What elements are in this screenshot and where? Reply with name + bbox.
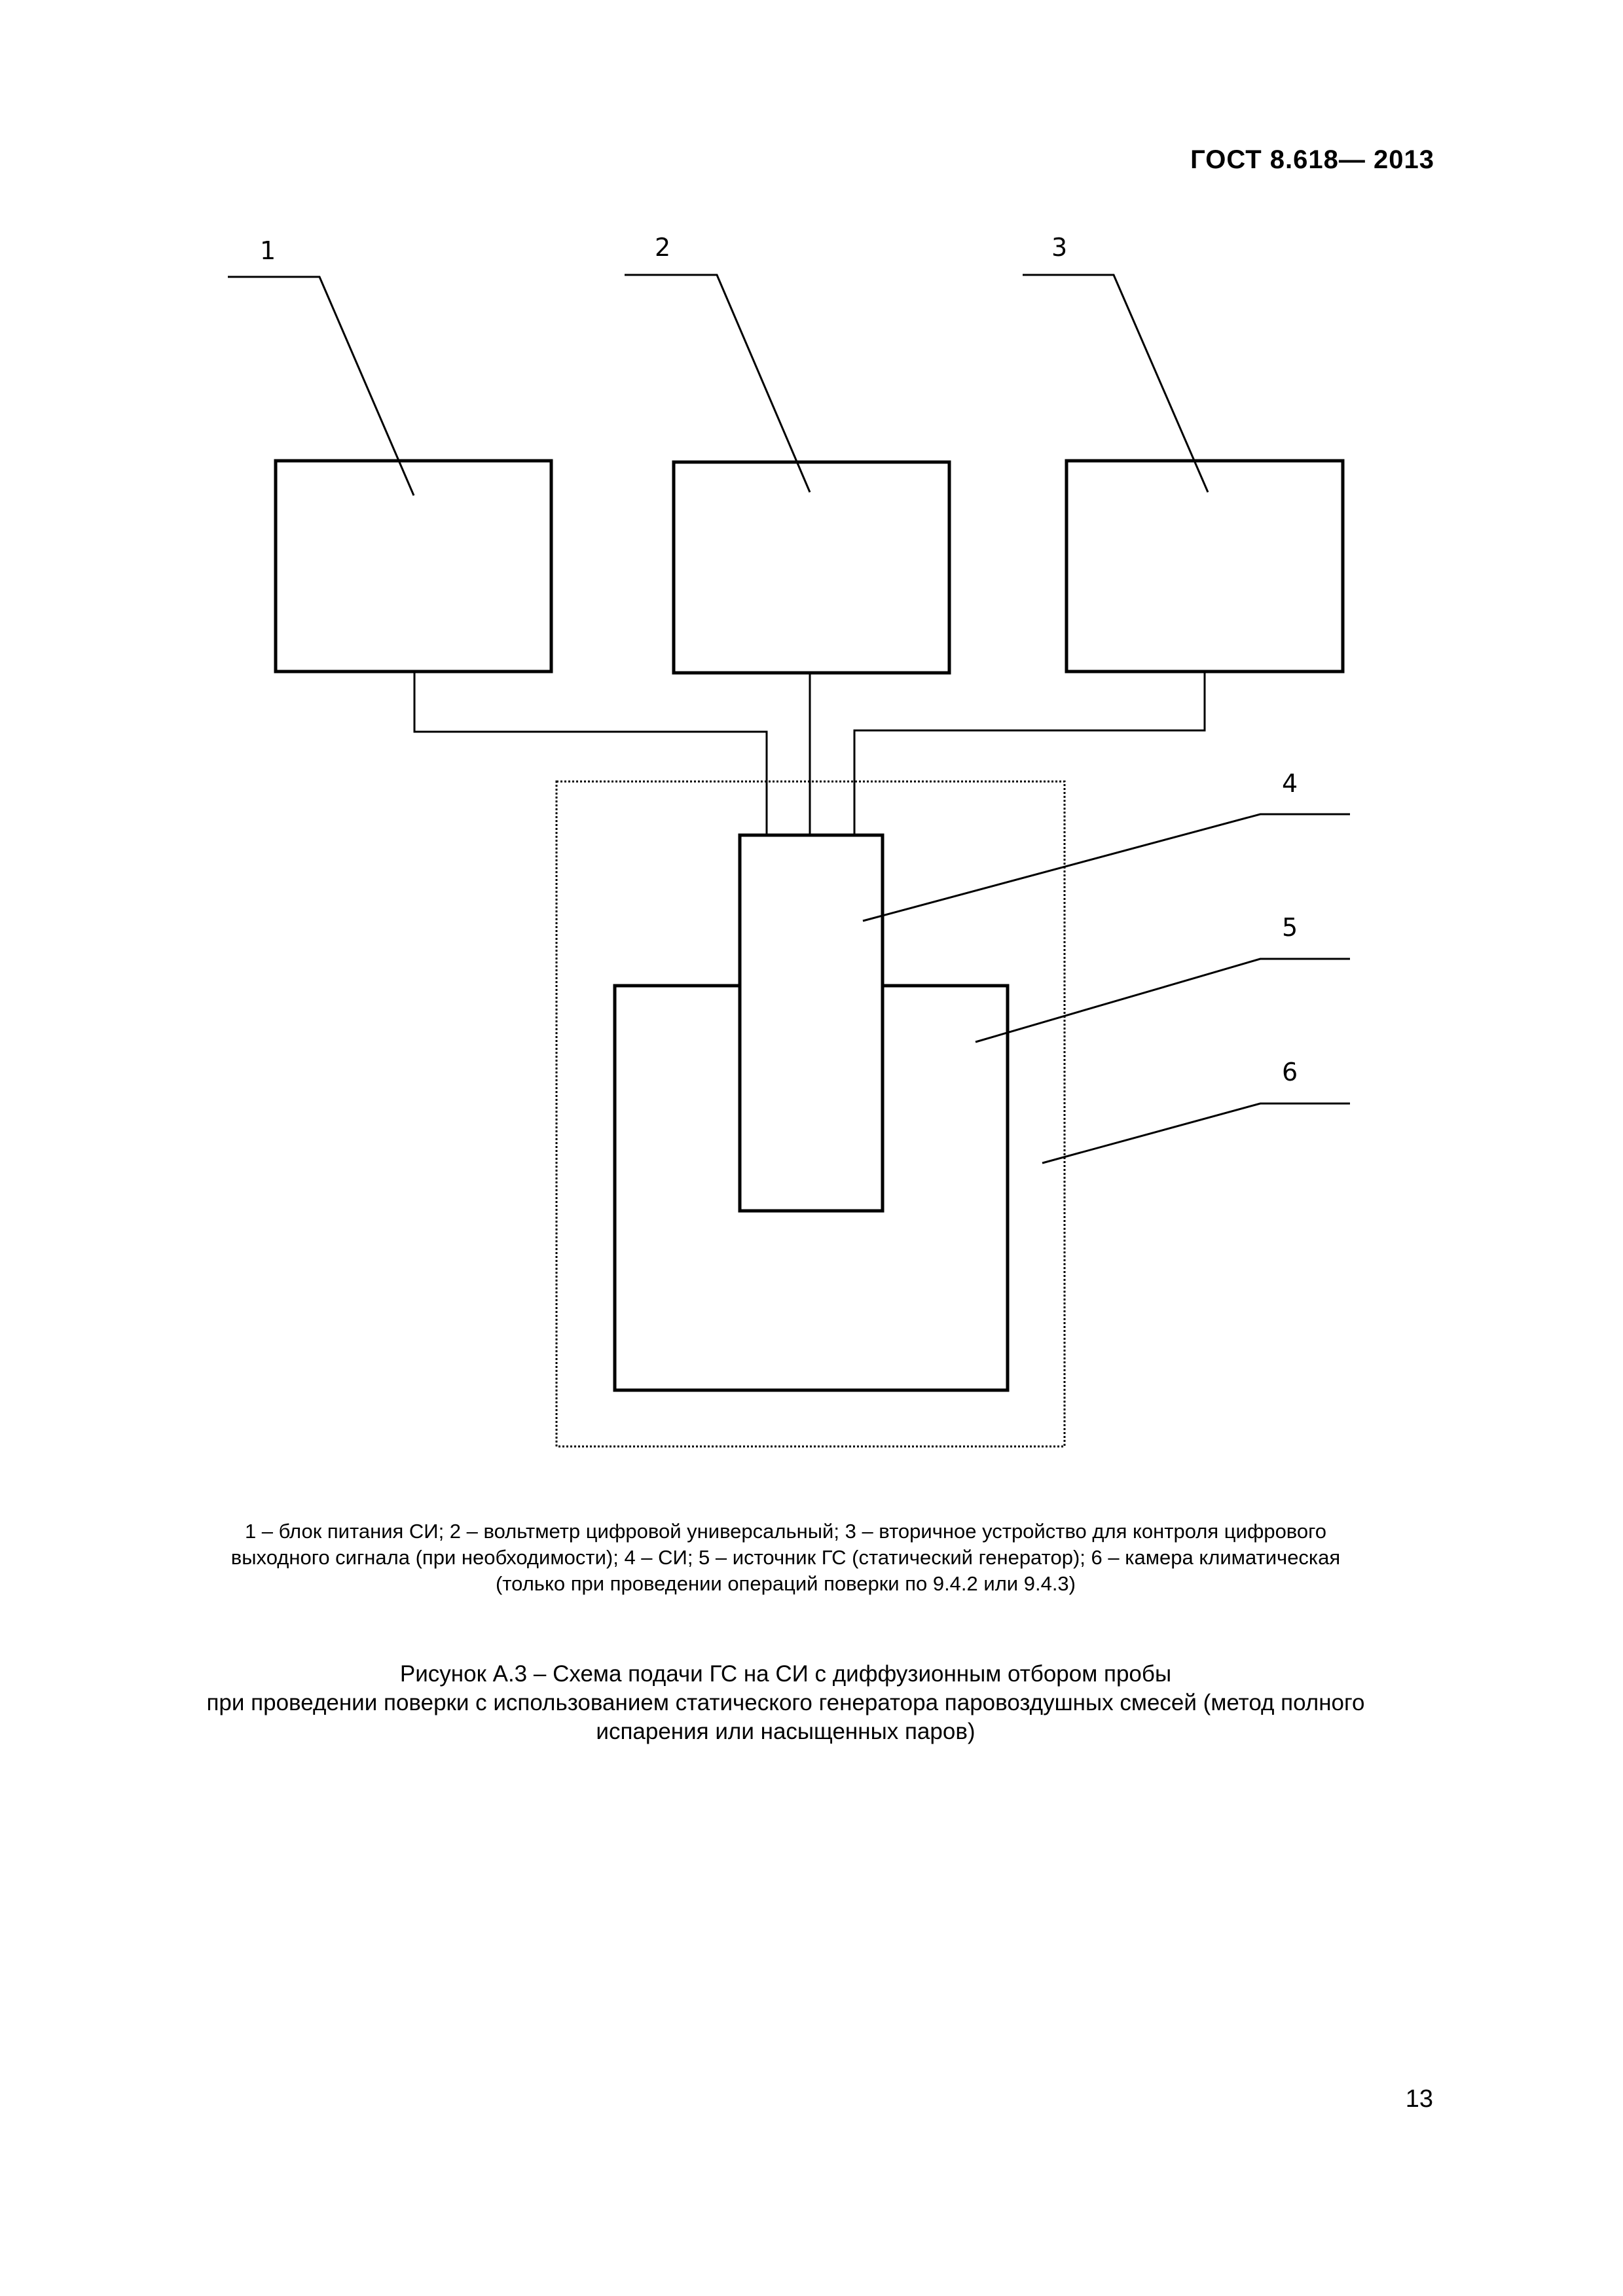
page-number: 13 (1405, 2085, 1433, 2113)
figure-caption: Рисунок А.3 – Схема подачи ГС на СИ с ди… (131, 1660, 1440, 1746)
block-3 (1065, 459, 1345, 673)
climate-chamber (555, 780, 1066, 1448)
caption-line: Рисунок А.3 – Схема подачи ГС на СИ с ди… (399, 1661, 1172, 1687)
callout-5: 5 (1282, 913, 1298, 942)
instrument-si (738, 833, 884, 1213)
block-2 (672, 460, 951, 675)
callout-3: 3 (1051, 233, 1067, 262)
callout-1: 1 (260, 236, 276, 265)
legend-line: выходного сигнала (при необходимости); 4… (230, 1546, 1341, 1569)
caption-line: при проведении поверки с использованием … (206, 1690, 1365, 1715)
callout-2: 2 (655, 233, 670, 262)
figure-legend: 1 – блок питания СИ; 2 – вольтметр цифро… (157, 1518, 1414, 1597)
caption-line: испарения или насыщенных паров) (596, 1719, 976, 1744)
leader-4 (862, 813, 1350, 922)
leader-2 (625, 274, 811, 493)
leader-1 (228, 276, 415, 496)
wire-1 (413, 672, 768, 835)
gas-source (613, 984, 1010, 1392)
legend-line: (только при проведении операций поверки … (495, 1572, 1076, 1595)
leader-3 (1023, 274, 1209, 493)
callout-6: 6 (1282, 1058, 1298, 1086)
legend-line: 1 – блок питания СИ; 2 – вольтметр цифро… (244, 1520, 1327, 1543)
leader-6 (1042, 1102, 1350, 1164)
wire-3 (853, 672, 1206, 835)
callout-4: 4 (1282, 769, 1298, 798)
document-header: ГОСТ 8.618— 2013 (1190, 145, 1434, 174)
leader-5 (975, 958, 1350, 1043)
